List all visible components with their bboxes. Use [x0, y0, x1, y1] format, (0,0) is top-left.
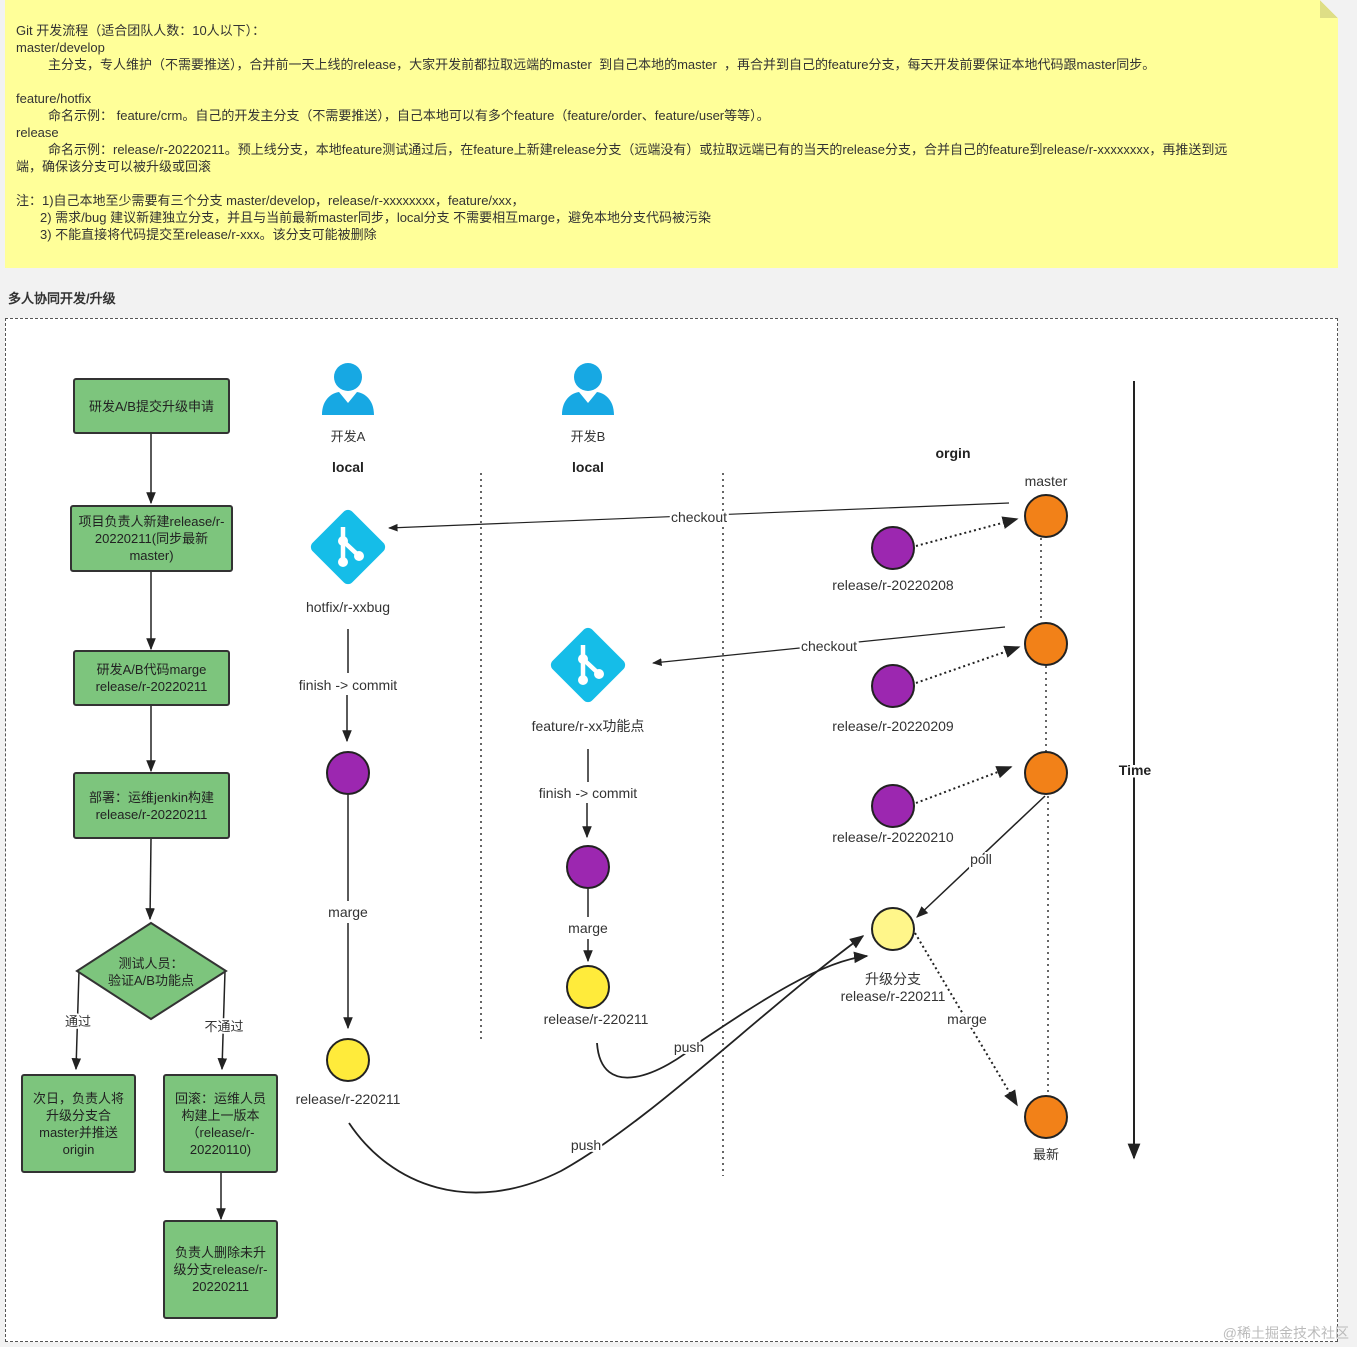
note-master-title: master/develop	[16, 40, 105, 55]
master-node-1	[1024, 494, 1068, 538]
dev-b-release: release/r-220211	[544, 1011, 649, 1027]
note-fold	[1320, 0, 1338, 18]
dev-b-local: local	[572, 459, 604, 475]
dev-a-finish: finish -> commit	[299, 677, 398, 693]
flow-step-create-release: 项目负责人新建release/r-20220211(同步最新master)	[70, 505, 233, 572]
release-0210-label: release/r-20220210	[832, 829, 954, 845]
flow-step-apply: 研发A/B提交升级申请	[73, 378, 230, 434]
merge-text: 研发A/B代码marge release/r-20220211	[95, 662, 208, 694]
poll-label: poll	[970, 851, 992, 867]
workflow-note: Git 开发流程（适合团队人数：10人以下）： master/develop 主…	[5, 0, 1338, 268]
dev-b-branch: feature/r-xx功能点	[532, 718, 645, 734]
master-node-2	[1024, 622, 1068, 666]
origin-marge-label: marge	[947, 1011, 987, 1027]
dev-a-marge: marge	[328, 904, 368, 920]
note-release-desc-cont: 端，确保该分支可以被升级或回滚	[16, 159, 212, 174]
note-remark-3: 3) 不能直接将代码提交至release/r-xxx。该分支可能被删除	[40, 227, 377, 242]
flow-fail-box: 回滚：运维人员构建上一版本（release/r-20220110)	[163, 1074, 278, 1173]
master-label: master	[1025, 473, 1068, 489]
decision-diamond	[75, 921, 228, 1021]
decision-text: 测试人员：验证A/B功能点	[108, 956, 194, 988]
dev-b-lines	[582, 749, 593, 963]
upgrade-branch-node	[871, 907, 915, 951]
dev-a-release: release/r-220211	[296, 1091, 401, 1107]
git-icon	[308, 507, 387, 586]
release-0208-node	[871, 526, 915, 570]
dev-b-marge: marge	[568, 920, 608, 936]
watermark: @稀土掘金技术社区	[1222, 1325, 1349, 1341]
pass-box-text: 次日，负责人将升级分支合master并推送origin	[32, 1090, 124, 1157]
dev-b-release-node	[566, 965, 610, 1009]
poll-arrow	[916, 795, 1046, 918]
dev-b-finish: finish -> commit	[539, 785, 638, 801]
fail-box-text: 回滚：运维人员构建上一版本（release/r-20220110)	[174, 1090, 266, 1157]
dev-a-release-node	[326, 1038, 370, 1082]
origin-title: orgin	[936, 445, 971, 461]
latest-label: 最新	[1033, 1147, 1059, 1162]
note-feature-desc: 命名示例： feature/crm。自己的开发主分支（不需要推送），自己本地可以…	[48, 108, 770, 123]
separators	[480, 473, 1049, 1176]
git-icon	[548, 625, 627, 704]
dev-b-push: push	[674, 1039, 704, 1055]
dev-a-commit-node	[326, 751, 370, 795]
dev-a-local: local	[332, 459, 364, 475]
checkout-label-2: checkout	[801, 638, 857, 654]
push-curves	[348, 935, 869, 1194]
dev-a-push: push	[571, 1137, 601, 1153]
merge-dotted-arrows	[914, 516, 1021, 1107]
note-remark-2: 2) 需求/bug 建议新建独立分支，并且与当前最新master同步，local…	[40, 210, 712, 225]
note-feature-title: feature/hotfix	[16, 91, 92, 106]
flow-pass-box: 次日，负责人将升级分支合master并推送origin	[21, 1074, 136, 1173]
dev-b-name: 开发B	[571, 429, 606, 444]
dev-a-name: 开发A	[331, 429, 366, 444]
master-node-3	[1024, 751, 1068, 795]
release-0210-node	[871, 784, 915, 828]
release-0209-node	[871, 664, 915, 708]
dev-b-commit-node	[566, 845, 610, 889]
flow-step-deploy: 部署：运维jenkin构建release/r-20220211	[73, 772, 230, 839]
flow-step-merge: 研发A/B代码marge release/r-20220211	[73, 650, 230, 706]
checkout-arrows	[388, 502, 1010, 666]
flow-arrows	[71, 433, 228, 1221]
checkout-label-1: checkout	[671, 509, 727, 525]
release-0209-label: release/r-20220209	[832, 718, 954, 734]
deploy-text: 部署：运维jenkin构建release/r-20220211	[89, 789, 214, 822]
upgrade-branch-label: release/r-220211	[841, 988, 946, 1004]
dev-a-lines	[342, 629, 353, 1030]
note-release-desc: 命名示例：release/r-20220211。预上线分支，本地feature测…	[48, 142, 1228, 157]
note-master-desc: 主分支，专人维护（不需要推送），合并前一天上线的release，大家开发前都拉取…	[48, 57, 1156, 72]
master-node-latest	[1024, 1095, 1068, 1139]
person-icon	[322, 363, 374, 415]
fail-label: 不通过	[204, 1019, 243, 1034]
note-release-title: release	[16, 125, 59, 140]
release-0208-label: release/r-20220208	[832, 577, 954, 593]
pass-label: 通过	[65, 1014, 91, 1029]
diagram-svg: 测试人员：验证A/B功能点 通过 不通过 开发A local 开发B local…	[63, 363, 1154, 1221]
diagram-canvas: 测试人员：验证A/B功能点 通过 不通过 开发A local 开发B local…	[5, 318, 1338, 1342]
flow-delete-box: 负责人删除未升级分支release/r-20220211	[163, 1220, 278, 1319]
section-title: 多人协同开发/升级	[8, 291, 116, 306]
dev-a-branch: hotfix/r-xxbug	[306, 599, 390, 615]
time-label: Time	[1119, 762, 1152, 778]
create-release-text: 项目负责人新建release/r-20220211(同步最新master)	[78, 514, 225, 563]
note-title: Git 开发流程（适合团队人数：10人以下）：	[16, 23, 266, 38]
note-remark-1: 注：1)自己本地至少需要有三个分支 master/develop，release…	[16, 193, 525, 208]
person-icon	[562, 363, 614, 415]
upgrade-label: 升级分支	[865, 971, 921, 987]
delete-box-text: 负责人删除未升级分支release/r-20220211	[173, 1245, 268, 1294]
